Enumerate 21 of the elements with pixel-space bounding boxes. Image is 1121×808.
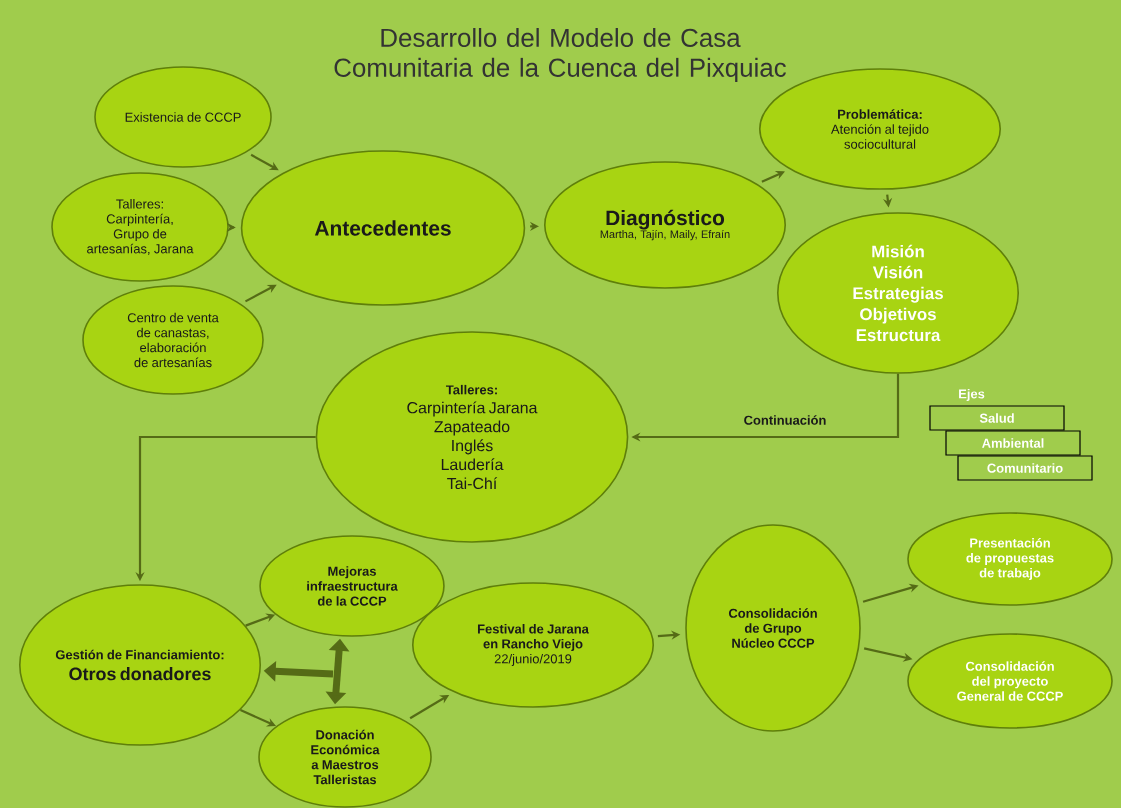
ellipse-node: Centro de venta de canastas, elaboración de artesanías: [82, 285, 264, 395]
ellipse-node: Diagnóstico Martha, Tajín, Maily, Efraín: [544, 161, 786, 289]
ellipse-node: Presentación de propuestas de trabajo: [907, 512, 1113, 606]
ellipse-node: Talleres: Carpintería, Grupo de artesanías, Jarana: [51, 172, 229, 282]
ellipse-node: Misión Visión Estrategias Objetivos Estructura: [777, 212, 1019, 374]
arrow: [761, 170, 785, 183]
edge-label: Continuación: [741, 413, 829, 427]
ellipse-node: Mejoras infraestructura de la CCCP: [259, 535, 445, 637]
ellipse-node: Festival de Jarana en Rancho Viejo 22/junio/2019: [412, 582, 654, 708]
ellipse-node: Antecedentes: [240, 150, 526, 306]
ellipse-node: Gestión de Financiamiento: Otros donadores: [19, 584, 262, 746]
axis-heading: Ejes: [959, 388, 985, 402]
ellipse-node: Existencia de CCCP: [94, 66, 272, 168]
ellipse-node: Consolidación del proyecto General de CCCP: [907, 633, 1113, 729]
arrow: [244, 284, 277, 303]
ellipse-node: Consolidación de Grupo Núcleo CCCP: [685, 524, 861, 732]
ellipse-node: Donación Económica a Maestros Talleristas: [258, 706, 432, 808]
arrow: [250, 153, 279, 171]
label-box: Comunitario: [957, 455, 1093, 481]
label-box: Ambiental: [945, 430, 1081, 456]
label-box: Salud: [929, 405, 1065, 431]
